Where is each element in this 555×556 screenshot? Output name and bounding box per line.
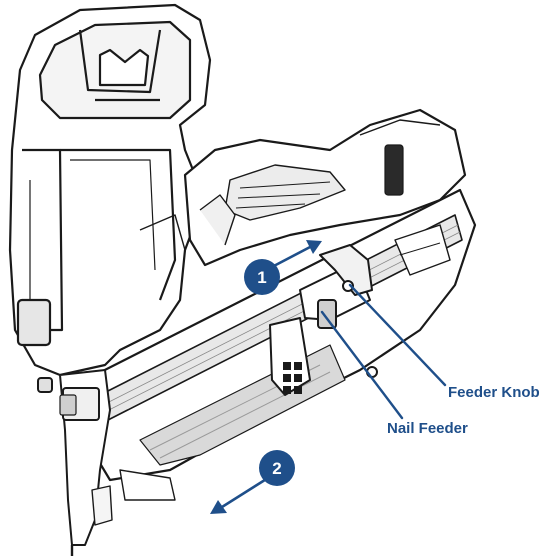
handle [183,108,467,267]
callout-number-2: 2 [272,459,281,478]
feeder-assembly [269,224,451,396]
arrow-2 [220,476,270,509]
arrow-1 [268,244,314,270]
arrow-2-head [210,500,227,514]
motor-housing [8,3,212,377]
callout-arrows [210,240,322,514]
callout-number-1: 1 [257,268,266,287]
nail-feeder-leader [320,310,404,420]
feeder-knob-label: Feeder Knob [448,384,540,401]
callout-badge-2: 2 [259,450,295,486]
feeder-knob-leader [348,283,447,387]
arrow-1-head [306,240,322,254]
leader-lines [320,283,447,420]
nail-feeder-label: Nail Feeder [387,420,468,437]
nose-piece [37,369,113,556]
callout-badge-1: 1 [244,259,280,295]
